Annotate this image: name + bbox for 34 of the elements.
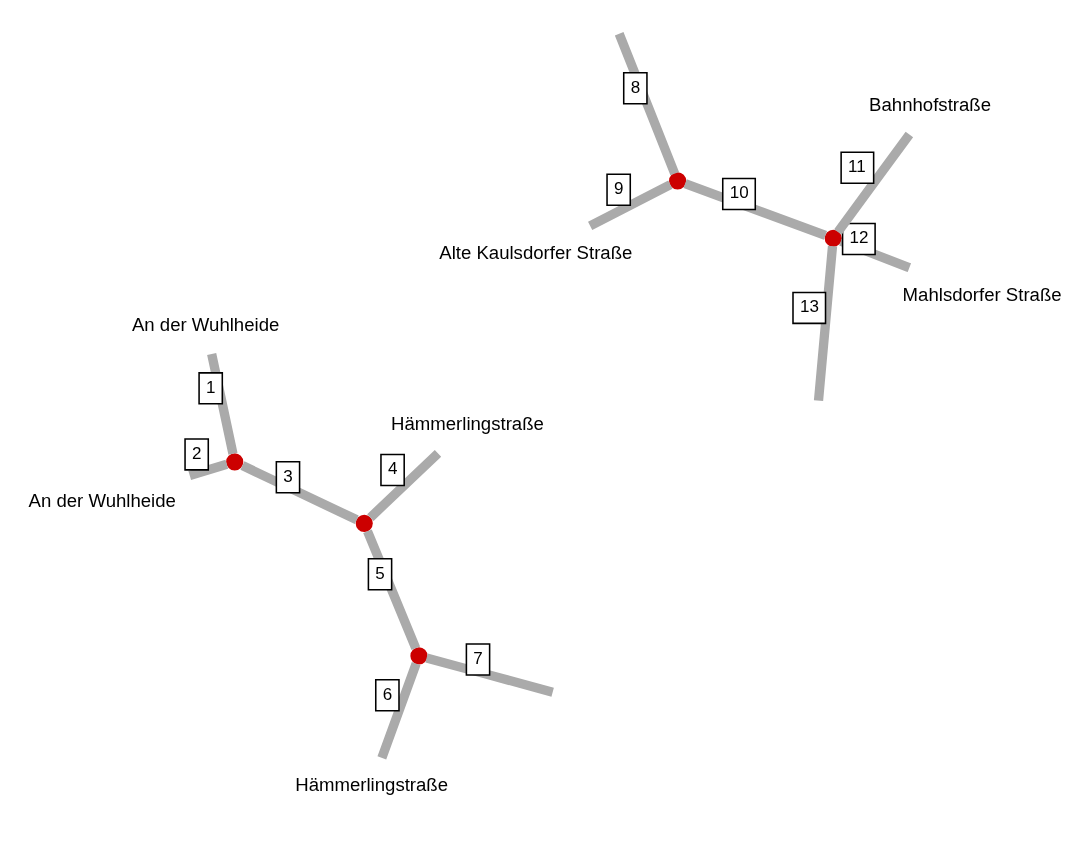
connector <box>363 529 421 650</box>
node-text: Hämmerlingstraße <box>295 773 449 795</box>
connector <box>207 352 238 455</box>
edge-label: 4 <box>387 459 398 479</box>
connector <box>425 653 554 697</box>
node-circle <box>824 229 842 247</box>
connector <box>834 131 914 235</box>
connector <box>614 32 680 176</box>
edge-label: 11 <box>848 157 866 177</box>
node-circle <box>355 514 373 532</box>
edge-label: 6 <box>382 684 393 704</box>
edge-label: 8 <box>630 77 641 97</box>
edge-label: 3 <box>283 466 293 486</box>
node-circle <box>669 172 687 190</box>
edge-label: 13 <box>799 297 819 317</box>
connector <box>367 449 442 521</box>
node-text: Alte Kaulsdorfer Straße <box>439 241 633 263</box>
edge-label: 5 <box>375 563 385 583</box>
connector <box>588 180 673 230</box>
node-text: Hämmerlingstraße <box>391 413 544 435</box>
node-text: An der Wuhlheide <box>28 489 176 511</box>
node-circle <box>226 453 244 471</box>
edge-label: 12 <box>849 228 869 248</box>
connector <box>813 245 838 401</box>
node-text: Bahnhofstraße <box>869 94 992 116</box>
node-text: An der Wuhlheide <box>131 313 280 335</box>
edge-label: 7 <box>473 648 483 668</box>
node-text: Mahlsdorfer Straße <box>902 283 1062 305</box>
edge-label: 2 <box>192 443 202 463</box>
edge-label: 9 <box>614 179 624 199</box>
connector <box>188 459 229 480</box>
edge-label: 1 <box>206 377 216 397</box>
node-circle <box>410 647 428 665</box>
edge-label: 10 <box>729 183 749 203</box>
